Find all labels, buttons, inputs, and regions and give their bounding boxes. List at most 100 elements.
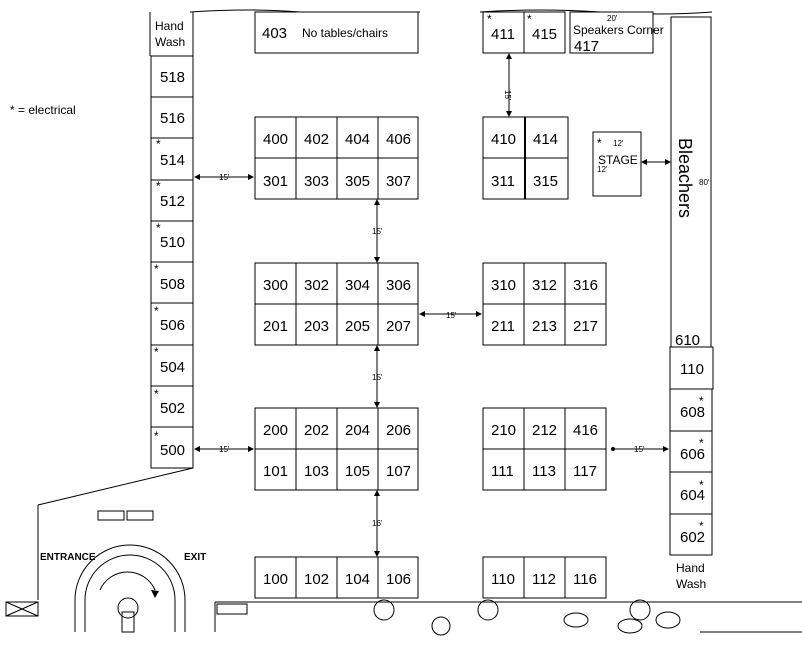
booth-414[interactable]: 414 bbox=[533, 131, 558, 148]
booth-116[interactable]: 116 bbox=[573, 571, 597, 588]
booth-312[interactable]: 312 bbox=[532, 277, 557, 294]
booth-315[interactable]: 315 bbox=[533, 173, 558, 190]
booth-514[interactable]: 514 bbox=[160, 152, 185, 169]
booth-311[interactable]: 311 bbox=[491, 173, 515, 190]
booth-410[interactable]: 410 bbox=[491, 131, 516, 148]
hand-wash-top-line2: Wash bbox=[155, 35, 185, 49]
booth-518[interactable]: 518 bbox=[160, 69, 185, 86]
block-f bbox=[482, 407, 607, 491]
booth-300[interactable]: 300 bbox=[263, 277, 288, 294]
booth-117[interactable]: 117 bbox=[573, 463, 597, 480]
bleachers-dim: 80' bbox=[699, 178, 710, 187]
revolving-door-icon bbox=[74, 544, 186, 633]
booth-400[interactable]: 400 bbox=[263, 131, 288, 148]
booth-508[interactable]: 508 bbox=[160, 276, 185, 293]
booth-212[interactable]: 212 bbox=[532, 422, 557, 439]
booth-500[interactable]: 500 bbox=[160, 442, 185, 459]
block-d bbox=[482, 262, 607, 346]
booth-202[interactable]: 202 bbox=[304, 422, 329, 439]
svg-text:*: * bbox=[156, 179, 161, 193]
booth-602[interactable]: 602 bbox=[680, 529, 705, 546]
booth-303[interactable]: 303 bbox=[304, 173, 329, 190]
booth-104[interactable]: 104 bbox=[345, 571, 370, 588]
block-a bbox=[254, 116, 419, 200]
svg-text:*: * bbox=[154, 304, 159, 318]
booth-107[interactable]: 107 bbox=[386, 463, 411, 480]
booth-502[interactable]: 502 bbox=[160, 400, 185, 417]
outer-walls bbox=[37, 467, 802, 632]
booth-415[interactable]: 415 bbox=[532, 26, 557, 43]
booth-206[interactable]: 206 bbox=[386, 422, 411, 439]
right-booth-column bbox=[669, 346, 714, 556]
booth-516[interactable]: 516 bbox=[160, 110, 185, 127]
left-box-icon bbox=[5, 601, 39, 617]
booth-316[interactable]: 316 bbox=[573, 277, 598, 294]
booth-105[interactable]: 105 bbox=[345, 463, 370, 480]
booth-205[interactable]: 205 bbox=[345, 318, 370, 335]
dimension-arrows bbox=[194, 53, 671, 557]
svg-text:*: * bbox=[699, 519, 704, 533]
booth-111[interactable]: 111 bbox=[491, 463, 514, 480]
booth-106[interactable]: 106 bbox=[386, 571, 411, 588]
booth-404[interactable]: 404 bbox=[345, 131, 370, 148]
booth-113[interactable]: 113 bbox=[532, 463, 556, 480]
block-b bbox=[482, 116, 569, 200]
booth-110-right[interactable]: 110 bbox=[680, 361, 704, 378]
booth-301[interactable]: 301 bbox=[263, 173, 288, 190]
booth-305[interactable]: 305 bbox=[345, 173, 370, 190]
stage-electrical-marker: * bbox=[597, 136, 602, 150]
booth-307[interactable]: 307 bbox=[386, 173, 411, 190]
booth-211[interactable]: 211 bbox=[491, 318, 515, 335]
bottom-left-row bbox=[254, 556, 419, 599]
booth-302[interactable]: 302 bbox=[304, 277, 329, 294]
block-e bbox=[254, 407, 419, 491]
booth-506[interactable]: 506 bbox=[160, 317, 185, 334]
booth-510[interactable]: 510 bbox=[160, 234, 185, 251]
booth-102[interactable]: 102 bbox=[304, 571, 329, 588]
booth-100[interactable]: 100 bbox=[263, 571, 288, 588]
booth-608[interactable]: 608 bbox=[680, 404, 705, 421]
booth-217[interactable]: 217 bbox=[573, 318, 598, 335]
no-tables-label: No tables/chairs bbox=[302, 26, 388, 40]
block-c bbox=[254, 262, 419, 346]
booth-512[interactable]: 512 bbox=[160, 193, 185, 210]
electrical-legend: * = electrical bbox=[10, 103, 76, 117]
booth-610[interactable]: 610 bbox=[675, 332, 700, 349]
booth-207[interactable]: 207 bbox=[386, 318, 411, 335]
booth-304[interactable]: 304 bbox=[345, 277, 370, 294]
svg-text:*: * bbox=[154, 429, 159, 443]
booth-403[interactable]: 403 bbox=[262, 25, 287, 42]
booth-103[interactable]: 103 bbox=[304, 463, 329, 480]
booth-416[interactable]: 416 bbox=[573, 422, 598, 439]
dim-a-c: 15' bbox=[372, 227, 383, 236]
booth-406[interactable]: 406 bbox=[386, 131, 411, 148]
booth-201[interactable]: 201 bbox=[263, 318, 288, 335]
booth-213[interactable]: 213 bbox=[532, 318, 557, 335]
booth-604[interactable]: 604 bbox=[680, 487, 705, 504]
booth-402[interactable]: 402 bbox=[304, 131, 329, 148]
booth-411[interactable]: 411 bbox=[491, 26, 515, 43]
booth-306[interactable]: 306 bbox=[386, 277, 411, 294]
top-electrical-marker-2: * bbox=[527, 12, 532, 26]
booth-417[interactable]: 417 bbox=[574, 38, 599, 55]
hand-wash-top-line1: Hand bbox=[155, 19, 184, 33]
booth-210[interactable]: 210 bbox=[491, 422, 516, 439]
bottom-right-row bbox=[482, 556, 607, 599]
left-electrical-markers: * * * * * * * * bbox=[154, 137, 161, 443]
booth-310[interactable]: 310 bbox=[491, 277, 516, 294]
dim-c-e: 15' bbox=[372, 373, 383, 382]
bleachers bbox=[670, 16, 712, 348]
entrance-label: ENTRANCE bbox=[40, 552, 96, 563]
booth-101[interactable]: 101 bbox=[263, 463, 288, 480]
booth-504[interactable]: 504 bbox=[160, 359, 185, 376]
dim-f-right: 15' bbox=[634, 445, 645, 454]
booth-203[interactable]: 203 bbox=[304, 318, 329, 335]
booth-112[interactable]: 112 bbox=[532, 571, 556, 588]
booth-110-bottom[interactable]: 110 bbox=[491, 571, 515, 588]
booth-200[interactable]: 200 bbox=[263, 422, 288, 439]
booth-204[interactable]: 204 bbox=[345, 422, 370, 439]
top-electrical-marker-1: * bbox=[487, 12, 492, 26]
hand-wash-bottom-line1: Hand bbox=[676, 561, 705, 575]
booth-606[interactable]: 606 bbox=[680, 446, 705, 463]
